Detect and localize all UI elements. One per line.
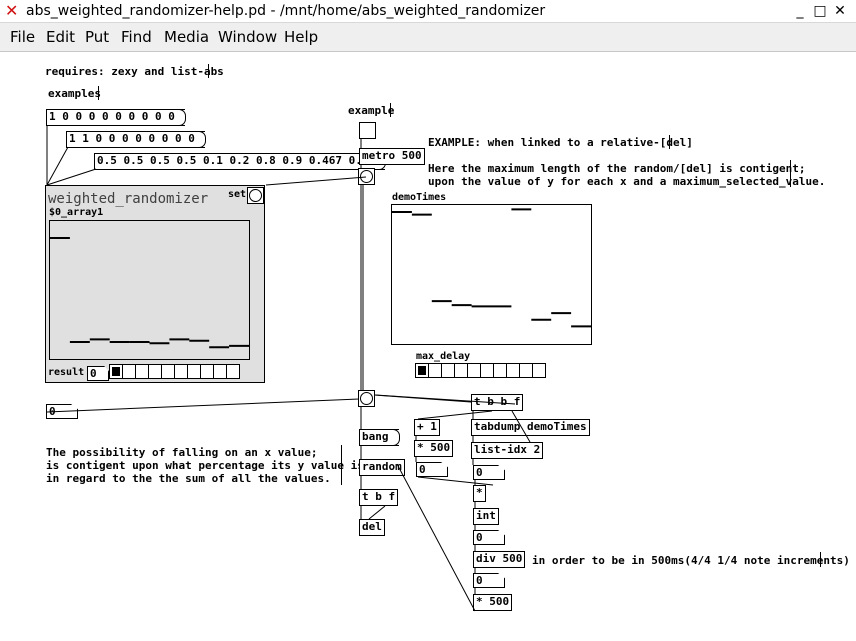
- result-number-box[interactable]: 0: [87, 366, 109, 381]
- pd-x-icon: ✕: [5, 1, 19, 20]
- max-delay-cell[interactable]: [480, 363, 494, 378]
- minimize-button[interactable]: _: [796, 3, 804, 19]
- comment-here-1: Here the maximum length of the random/[d…: [428, 162, 806, 175]
- list-idx-object[interactable]: list-idx 2: [471, 442, 544, 459]
- menu-find[interactable]: Find: [121, 28, 152, 46]
- result-radio[interactable]: [109, 364, 240, 379]
- menu-help[interactable]: Help: [284, 28, 319, 46]
- title-bar: ✕ abs_weighted_randomizer-help.pd - /mnt…: [0, 0, 856, 23]
- comment-increments: in order to be in 500ms(4/4 1/4 note inc…: [532, 554, 850, 567]
- max-delay-cell[interactable]: [428, 363, 442, 378]
- gop-set-label: set: [228, 189, 247, 200]
- comment-cursor: [790, 160, 791, 187]
- message-box-2[interactable]: 1 1 0 0 0 0 0 0 0 0: [66, 131, 206, 148]
- set-bang[interactable]: [247, 187, 264, 204]
- max-delay-radio[interactable]: [415, 363, 546, 378]
- result-radio-cell[interactable]: [148, 364, 162, 379]
- comment-cursor: [98, 86, 99, 100]
- result-radio-cell[interactable]: [213, 364, 227, 379]
- bang-message[interactable]: bang: [359, 429, 399, 446]
- div-500-object[interactable]: div 500: [473, 551, 526, 568]
- max-delay-cell[interactable]: [493, 363, 507, 378]
- times-500-object-a[interactable]: * 500: [414, 440, 454, 457]
- comment-here-2: upon the value of y for each x and a max…: [428, 175, 826, 188]
- result-radio-cell[interactable]: [200, 364, 214, 379]
- result-radio-cell[interactable]: [187, 364, 201, 379]
- result-radio-cell[interactable]: [109, 364, 123, 379]
- message-box-3[interactable]: 0.5 0.5 0.5 0.5 0.1 0.2 0.8 0.9 0.467 0.…: [94, 153, 387, 170]
- output-bang[interactable]: [358, 390, 375, 407]
- max-delay-cell[interactable]: [506, 363, 520, 378]
- result-radio-cell[interactable]: [174, 364, 188, 379]
- bang-circle: [360, 170, 373, 183]
- result-radio-cell[interactable]: [135, 364, 149, 379]
- comment-cursor: [820, 552, 821, 567]
- plus-one-object[interactable]: + 1: [414, 419, 440, 436]
- menu-edit[interactable]: Edit: [46, 28, 76, 46]
- demo-times-array[interactable]: [391, 204, 592, 345]
- comment-possibility-2: is contigent upon what percentage its y …: [46, 459, 371, 472]
- result-radio-cell[interactable]: [226, 364, 240, 379]
- random-object[interactable]: random: [359, 459, 405, 476]
- gop-result-label: result: [48, 367, 85, 378]
- weighted-randomizer-gop[interactable]: weighted_randomizer $0_array1 set result…: [45, 185, 265, 383]
- menu-file[interactable]: File: [10, 28, 36, 46]
- tabdump-object[interactable]: tabdump demoTimes: [471, 419, 590, 436]
- patch-canvas[interactable]: requires: zexy and list-abs examples exa…: [0, 52, 856, 641]
- window-title: abs_weighted_randomizer-help.pd - /mnt/h…: [26, 3, 546, 19]
- number-box-div[interactable]: 0: [473, 573, 505, 588]
- demo-array-label: demoTimes: [392, 192, 447, 203]
- comment-possibility-3: in regard to the the sum of all the valu…: [46, 472, 331, 485]
- result-radio-cell[interactable]: [161, 364, 175, 379]
- demo-array-plot: [392, 208, 591, 328]
- bang-circle: [360, 392, 373, 405]
- bang-circle: [249, 189, 262, 202]
- metro-bang[interactable]: [358, 168, 375, 185]
- comment-cursor: [390, 103, 391, 117]
- gop-title: weighted_randomizer: [48, 191, 209, 207]
- trigger-bbf-object[interactable]: t b b f: [471, 394, 524, 411]
- metro-object[interactable]: metro 500: [359, 148, 425, 165]
- number-box-listidx[interactable]: 0: [473, 465, 505, 480]
- number-box-plus[interactable]: 0: [416, 462, 448, 477]
- number-box-left[interactable]: 0: [46, 404, 78, 419]
- max-delay-label: max_delay: [416, 351, 471, 362]
- menu-media[interactable]: Media: [164, 28, 210, 46]
- max-delay-cell[interactable]: [441, 363, 455, 378]
- array-graph[interactable]: [49, 220, 250, 360]
- array-plot: [50, 237, 249, 349]
- max-delay-cell[interactable]: [519, 363, 533, 378]
- times-500-object-b[interactable]: * 500: [473, 594, 513, 611]
- comment-example: example: [348, 104, 395, 117]
- max-delay-cell[interactable]: [454, 363, 468, 378]
- comment-cursor: [341, 445, 342, 485]
- del-object[interactable]: del: [359, 519, 385, 536]
- menu-put[interactable]: Put: [85, 28, 110, 46]
- number-box-int[interactable]: 0: [473, 530, 505, 545]
- trigger-bf-object[interactable]: t b f: [359, 489, 399, 506]
- gop-array-name: $0_array1: [49, 207, 104, 218]
- close-button[interactable]: ✕: [834, 3, 846, 19]
- comment-examples: examples: [48, 87, 101, 100]
- max-delay-cell[interactable]: [415, 363, 429, 378]
- start-bang[interactable]: [359, 122, 376, 139]
- max-delay-cell[interactable]: [467, 363, 481, 378]
- comment-requires: requires: zexy and list-abs: [45, 65, 224, 78]
- max-delay-cell[interactable]: [532, 363, 546, 378]
- int-object[interactable]: int: [473, 508, 499, 525]
- menu-bar: File Edit Put Find Media Window Help: [0, 23, 856, 52]
- maximize-button[interactable]: □: [813, 3, 827, 19]
- menu-window[interactable]: Window: [218, 28, 278, 46]
- comment-cursor: [669, 135, 670, 149]
- comment-example-linked: EXAMPLE: when linked to a relative-[del]: [428, 136, 693, 149]
- multiply-object[interactable]: *: [473, 485, 486, 502]
- message-box-1[interactable]: 1 0 0 0 0 0 0 0 0 0: [46, 109, 186, 126]
- result-radio-cell[interactable]: [122, 364, 136, 379]
- comment-possibility-1: The possibility of falling on an x value…: [46, 446, 318, 459]
- comment-cursor: [208, 64, 209, 78]
